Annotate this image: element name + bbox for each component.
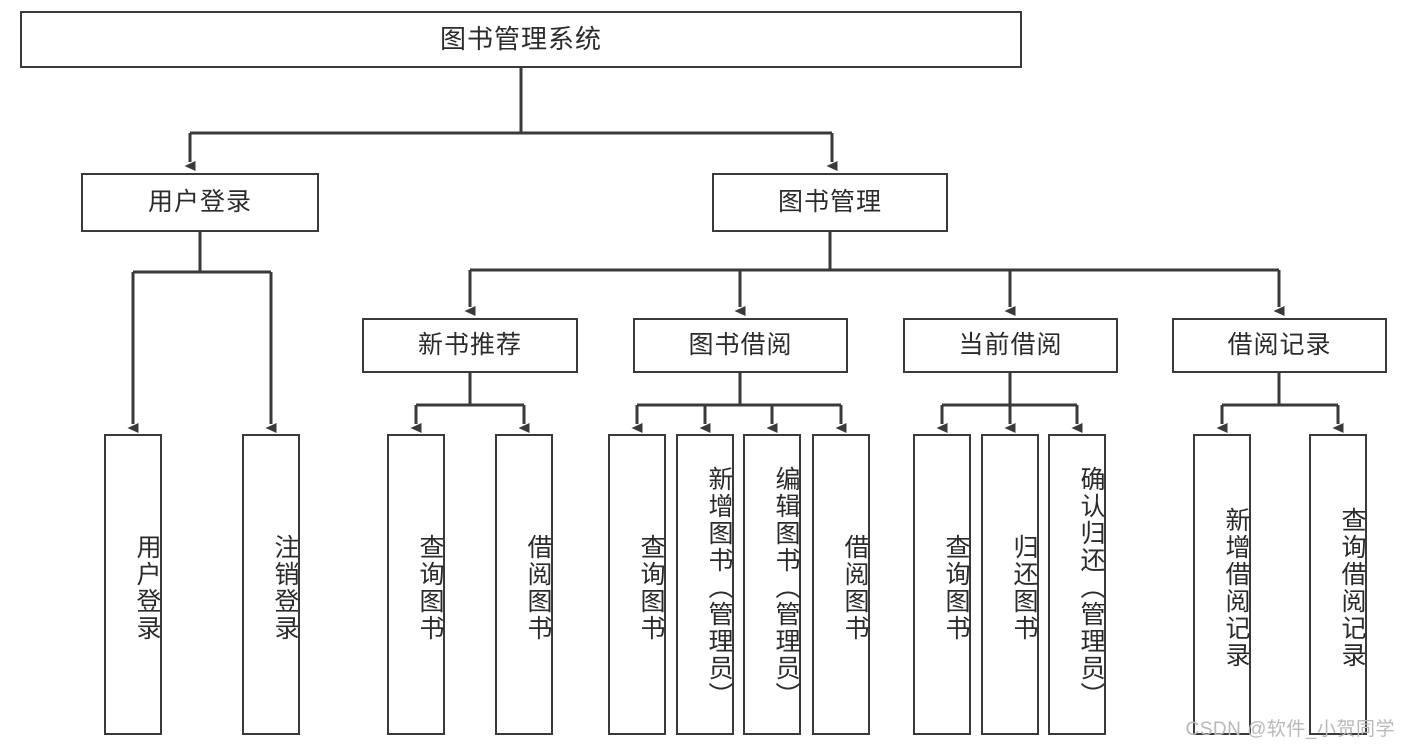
leaf-borrow-book-2[interactable]: 借阅图书 — [812, 434, 870, 735]
leaf-return-book[interactable]: 归还图书 — [981, 434, 1039, 735]
leaf-label: 查询图书 — [942, 533, 970, 642]
node-new-book-recommend[interactable]: 新书推荐 — [362, 318, 578, 373]
node-book-borrow[interactable]: 图书借阅 — [633, 318, 848, 373]
leaf-label: 新增借阅记录 — [1222, 506, 1250, 669]
leaf-label: 归还图书 — [1010, 533, 1038, 642]
node-user-login[interactable]: 用户登录 — [81, 173, 319, 232]
leaf-query-book-3[interactable]: 查询图书 — [913, 434, 971, 735]
leaf-label: 查询图书 — [637, 533, 665, 642]
leaf-borrow-book-1[interactable]: 借阅图书 — [495, 434, 553, 735]
leaf-query-book-2[interactable]: 查询图书 — [608, 434, 666, 735]
watermark-text: CSDN @软件_小贺同学 — [1185, 719, 1395, 740]
leaf-label: 确认归还（管理员） — [1077, 466, 1105, 709]
leaf-user-login[interactable]: 用户登录 — [104, 434, 162, 735]
leaf-label: 编辑图书（管理员） — [772, 466, 800, 709]
node-book-manage[interactable]: 图书管理 — [712, 173, 948, 232]
node-current-borrow[interactable]: 当前借阅 — [903, 318, 1118, 373]
node-borrow-record[interactable]: 借阅记录 — [1172, 318, 1387, 373]
leaf-label: 用户登录 — [133, 533, 161, 642]
node-root[interactable]: 图书管理系统 — [20, 11, 1022, 68]
leaf-add-record[interactable]: 新增借阅记录 — [1193, 434, 1251, 735]
leaf-confirm-return[interactable]: 确认归还（管理员） — [1048, 434, 1106, 735]
leaf-label: 注销登录 — [271, 533, 299, 642]
leaf-edit-book[interactable]: 编辑图书（管理员） — [743, 434, 801, 735]
leaf-add-book[interactable]: 新增图书（管理员） — [676, 434, 734, 735]
leaf-logout[interactable]: 注销登录 — [242, 434, 300, 735]
leaf-query-book-1[interactable]: 查询图书 — [387, 434, 445, 735]
leaf-query-record[interactable]: 查询借阅记录 — [1309, 434, 1367, 735]
leaf-label: 新增图书（管理员） — [705, 466, 733, 709]
leaf-label: 查询借阅记录 — [1338, 506, 1366, 669]
leaf-label: 借阅图书 — [524, 533, 552, 642]
leaf-label: 借阅图书 — [841, 533, 869, 642]
leaf-label: 查询图书 — [416, 533, 444, 642]
